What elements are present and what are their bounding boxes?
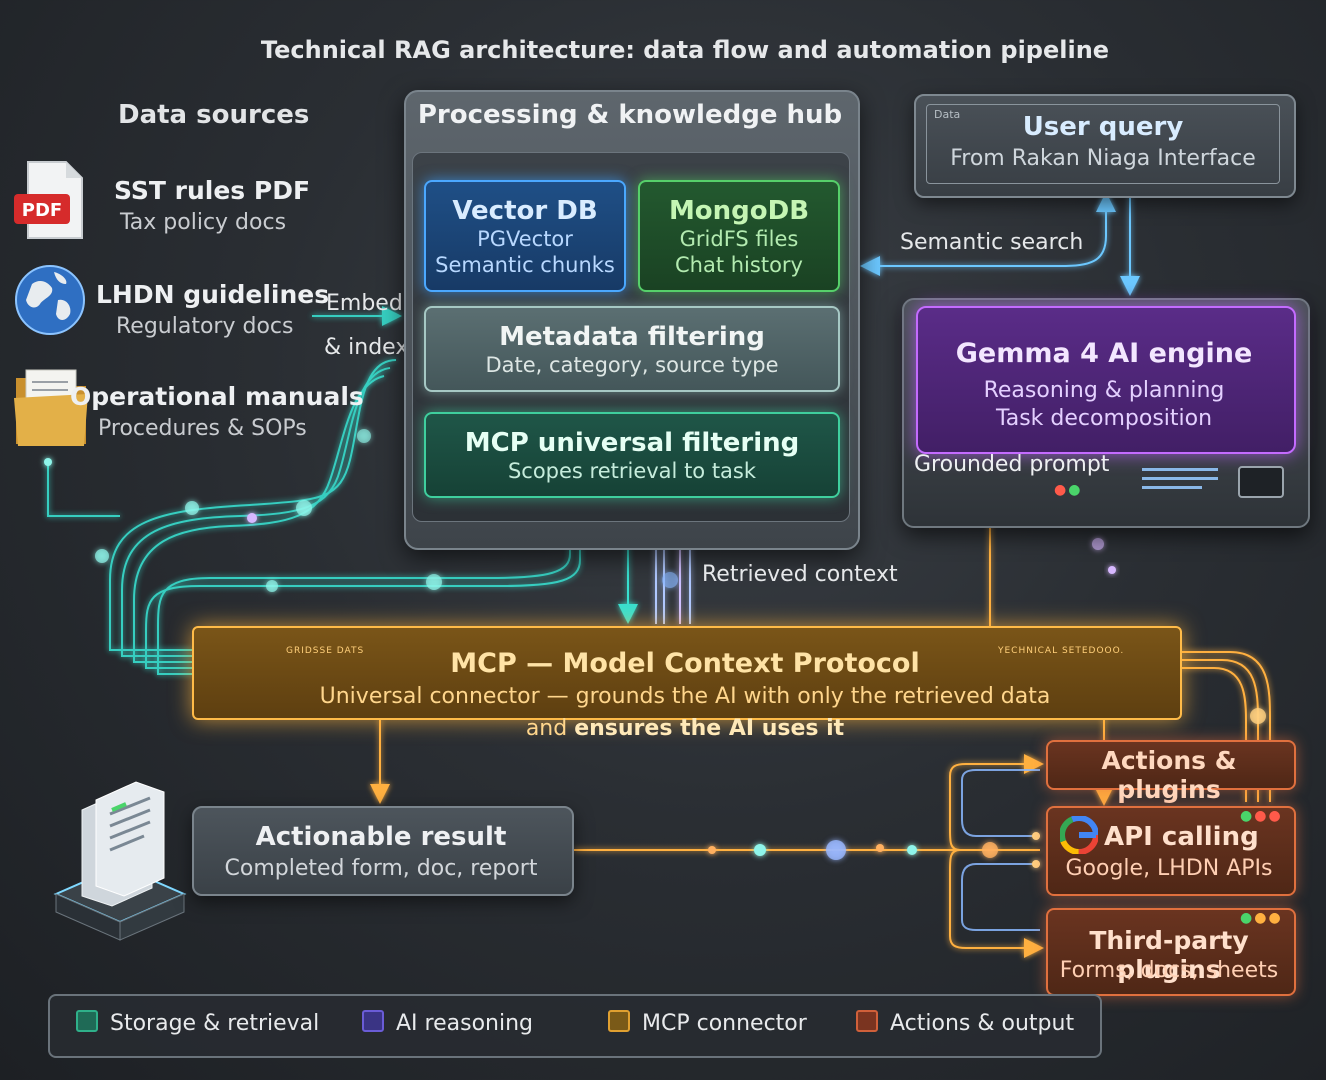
mongodb-line1: GridFS files (679, 227, 799, 251)
status-lights-icon: ●● (1054, 482, 1083, 498)
third-party-plugins-subtitle: Forms, docs, sheets (1059, 958, 1279, 983)
grounded-prompt-label: Grounded prompt (914, 452, 1110, 477)
diagram-title: Technical RAG architecture: data flow an… (260, 36, 1110, 64)
api-calling-subtitle: Google, LHDN APIs (1065, 856, 1273, 881)
vector-db-line1: PGVector (477, 227, 573, 251)
legend (48, 994, 1102, 1058)
source-title-sst: SST rules PDF (114, 176, 311, 205)
third-party-plugins-card (1046, 908, 1296, 996)
source-title-manuals: Operational manuals (70, 382, 364, 411)
mcp-tiny-label-right: YECHNICAL SETEDOOO. (998, 646, 1125, 656)
mongodb-card: MongoDB GridFS files Chat history (638, 180, 840, 292)
source-subtitle-sst: Tax policy docs (120, 210, 287, 235)
mongodb-line2: Chat history (675, 253, 803, 277)
metadata-filtering-title: Metadata filtering (499, 322, 765, 352)
retrieved-context-label: Retrieved context (702, 562, 898, 587)
pdf-file-icon: PDF (14, 160, 84, 242)
vector-db-title: Vector DB (452, 196, 598, 226)
globe-icon (14, 264, 86, 336)
folder-icon (12, 364, 92, 448)
legend-swatch-mcp (608, 1010, 630, 1032)
actions-plugins-title: Actions & plugins (1101, 746, 1237, 804)
source-subtitle-lhdn: Regulatory docs (116, 314, 294, 339)
mcp-title: MCP — Model Context Protocol (450, 648, 920, 679)
vector-db-card: Vector DB PGVector Semantic chunks (424, 180, 626, 292)
mongodb-title: MongoDB (668, 196, 810, 226)
data-sources-heading: Data sources (118, 100, 310, 130)
metadata-filtering-card: Metadata filtering Date, category, sourc… (424, 306, 840, 392)
mcp-line2: and ensures the AI uses it (525, 716, 845, 741)
legend-item-storage: Storage & retrieval (76, 1010, 319, 1036)
gemma-engine-line1: Reasoning & planning (983, 378, 1225, 403)
third-party-plugins-title: Third-party plugins (1089, 926, 1249, 984)
google-icon (1059, 815, 1099, 855)
legend-swatch-storage (76, 1010, 98, 1032)
source-subtitle-manuals: Procedures & SOPs (98, 416, 307, 441)
knowledge-hub-title: Processing & knowledge hub (417, 100, 843, 130)
user-query-tag: Data (934, 108, 961, 121)
actionable-result-title: Actionable result (255, 822, 507, 852)
user-query-inner (926, 104, 1280, 184)
mcp-line1: Universal connector — grounds the AI wit… (319, 684, 1051, 709)
legend-item-ai: AI reasoning (362, 1010, 533, 1036)
index-label: & index (324, 335, 409, 360)
source-title-lhdn: LHDN guidelines (96, 280, 330, 309)
legend-swatch-ai (362, 1010, 384, 1032)
semantic-search-label: Semantic search (900, 230, 1084, 255)
api-status-lights-icon: ●●● (1240, 808, 1283, 824)
vent-lines-icon (1142, 468, 1218, 489)
mcp-filtering-title: MCP universal filtering (464, 428, 800, 458)
legend-item-actions: Actions & output (856, 1010, 1074, 1036)
api-calling-title: API calling (1104, 822, 1259, 852)
actionable-result-card (192, 806, 574, 896)
mcp-connector-bar (192, 626, 1182, 720)
embed-label: Embed (326, 291, 403, 316)
metadata-filtering-line: Date, category, source type (485, 353, 779, 377)
user-query-title: User query (1022, 112, 1184, 142)
user-query-panel (914, 94, 1296, 198)
gemma-engine-card (916, 306, 1296, 454)
embed-index-label: Embed & index (324, 282, 409, 370)
legend-swatch-actions (856, 1010, 878, 1032)
mcp-tiny-label-left: GRIDSSE DATS (286, 646, 365, 656)
mcp-filtering-line: Scopes retrieval to task (507, 459, 757, 483)
gemma-engine-title: Gemma 4 AI engine (955, 338, 1253, 369)
vector-db-line2: Semantic chunks (435, 253, 615, 277)
mcp-filtering-card: MCP universal filtering Scopes retrieval… (424, 412, 840, 498)
legend-item-mcp: MCP connector (608, 1010, 807, 1036)
documents-server-icon (52, 770, 188, 946)
actionable-result-subtitle: Completed form, doc, report (224, 856, 538, 881)
user-query-subtitle: From Rakan Niaga Interface (950, 146, 1256, 171)
screen-icon (1238, 466, 1284, 498)
actions-plugins-card (1046, 740, 1296, 790)
svg-text:PDF: PDF (22, 200, 62, 221)
plugins-status-lights-icon: ●●● (1240, 910, 1283, 926)
gemma-engine-line2: Task decomposition (995, 406, 1213, 431)
